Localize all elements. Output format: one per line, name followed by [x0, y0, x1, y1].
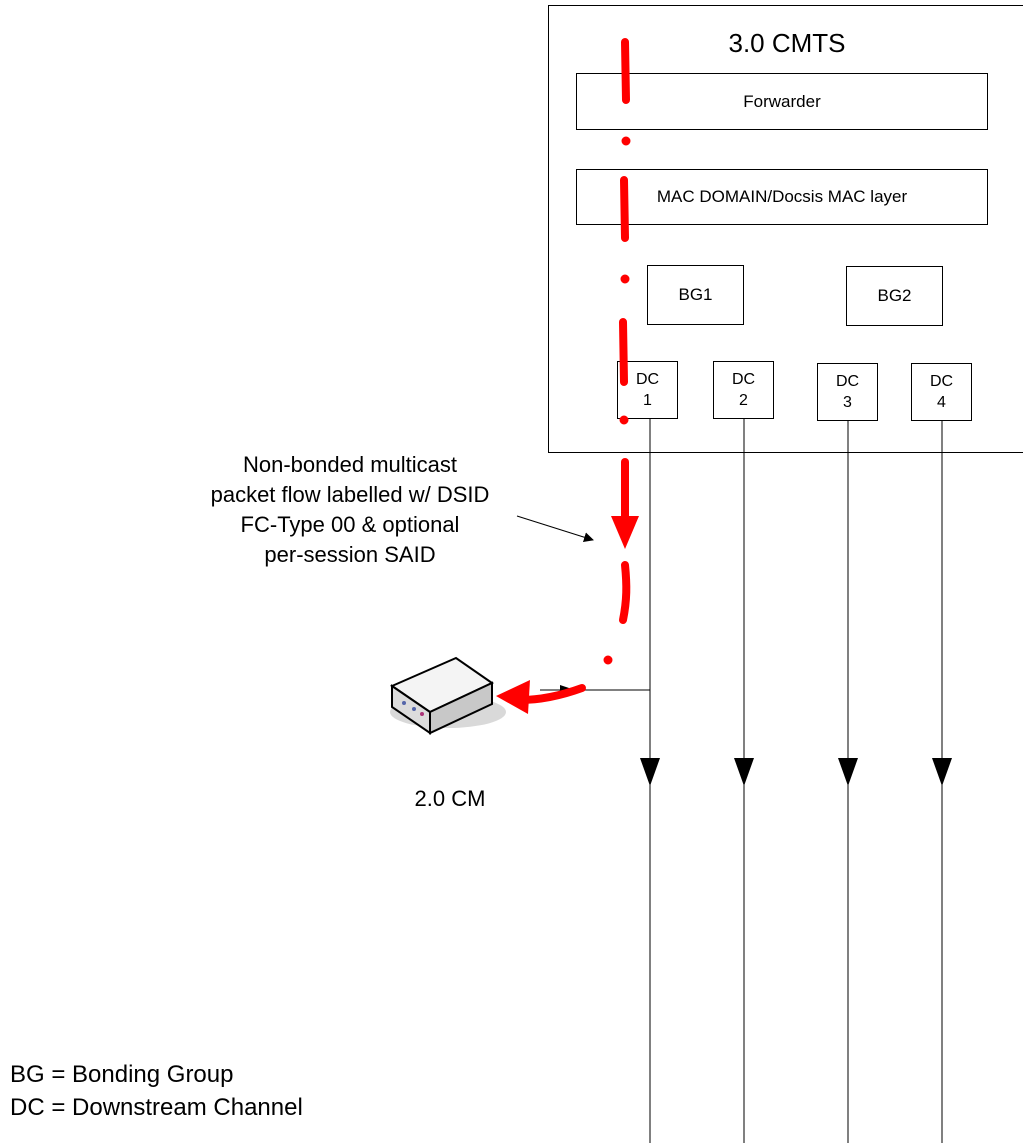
downstream-arrowheads — [640, 758, 952, 786]
legend-dc: DC = Downstream Channel — [10, 1094, 303, 1121]
downstream-lines — [649, 419, 943, 1143]
downstream-channel-3: DC 3 — [817, 363, 878, 421]
dc2-arrowhead — [734, 758, 754, 786]
legend: BG = Bonding Group DC = Downstream Chann… — [10, 1058, 303, 1124]
cmts-title: 3.0 CMTS — [728, 28, 846, 58]
dc1-name: DC — [635, 371, 660, 388]
downstream-channel-2: DC 2 — [713, 361, 774, 419]
forwarder-label: Forwarder — [743, 91, 821, 111]
flow-annotation: Non-bonded multicast packet flow labelle… — [185, 450, 515, 570]
bonding-group-2: BG2 — [846, 266, 943, 326]
dc4-arrowhead — [932, 758, 952, 786]
forwarder-box: Forwarder — [576, 73, 988, 130]
annotation-line-1: Non-bonded multicast — [242, 452, 457, 477]
bonding-group-2-label: BG2 — [877, 286, 912, 305]
dc1-arrowhead — [640, 758, 660, 786]
downstream-channel-4: DC 4 — [911, 363, 972, 421]
mac-layer-box: MAC DOMAIN/Docsis MAC layer — [576, 169, 988, 225]
dc3-name: DC — [835, 373, 860, 390]
annotation-line-3: FC-Type 00 & optional — [240, 512, 460, 537]
dc4-name: DC — [929, 373, 954, 390]
annotation-line-2: packet flow labelled w/ DSID — [210, 482, 490, 507]
dc3-number: 3 — [843, 394, 852, 411]
dc2-number: 2 — [739, 392, 748, 409]
dc3-arrowhead — [838, 758, 858, 786]
bonding-group-1: BG1 — [647, 265, 744, 325]
multicast-flow — [496, 38, 639, 714]
bonding-group-1-label: BG1 — [678, 285, 713, 304]
mac-layer-label: MAC DOMAIN/Docsis MAC layer — [656, 187, 908, 206]
cable-modem-label: 2.0 CM — [414, 786, 486, 811]
cmts-container — [548, 5, 1023, 453]
dc1-number: 1 — [643, 392, 652, 409]
dc2-name: DC — [731, 371, 756, 388]
annotation-pointer — [516, 515, 594, 543]
dc4-number: 4 — [937, 394, 946, 411]
cable-modem-icon — [389, 656, 506, 735]
annotation-line-4: per-session SAID — [264, 542, 436, 567]
legend-bg: BG = Bonding Group — [10, 1061, 234, 1088]
